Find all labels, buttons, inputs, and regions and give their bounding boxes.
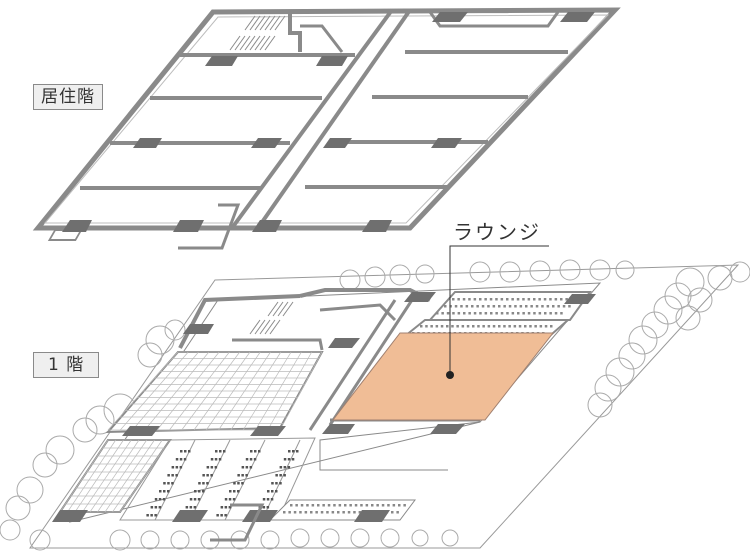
lounge-callout-label: ラウンジ bbox=[453, 220, 541, 244]
lounge-callout-leader bbox=[446, 245, 549, 379]
upper-floor-label: 居住階 bbox=[33, 84, 103, 110]
bottom-strip bbox=[268, 499, 416, 521]
left-hall-grid bbox=[105, 351, 324, 434]
residential-floor-plan bbox=[32, 7, 621, 250]
lounge-area bbox=[331, 332, 555, 421]
tree-row-bottom bbox=[109, 528, 459, 551]
ground-floor-plan bbox=[0, 259, 750, 551]
lounge-marker-dot bbox=[446, 371, 454, 379]
ground-floor-label: 1 階 bbox=[33, 352, 100, 378]
tree-row-right bbox=[587, 261, 750, 418]
lower-left-grid bbox=[58, 439, 172, 513]
